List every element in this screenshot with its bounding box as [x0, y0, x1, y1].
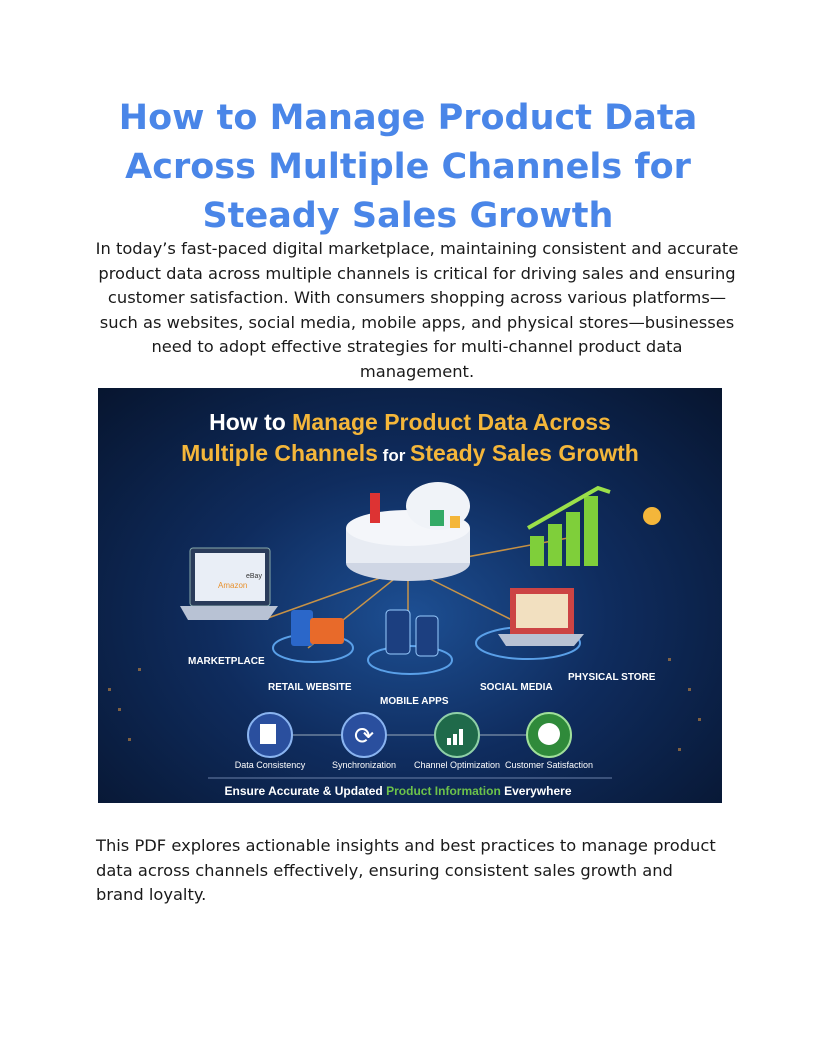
channel-label-retail-website: RETAIL WEBSITE: [268, 682, 352, 693]
social-media-laptop-icon: [475, 588, 584, 660]
cloud-server-icon: [346, 482, 470, 581]
benefit-data-consistency: [247, 712, 293, 758]
sales-growth-chart-icon: [527, 485, 661, 566]
document-check-icon: [260, 724, 276, 744]
hero-title-for: for: [378, 446, 410, 465]
benefit-synchronization: ⟳: [341, 712, 387, 758]
svg-text:How to Manage Product Data Acr: How to Manage Product Data Across: [209, 409, 611, 435]
outro-paragraph: This PDF explores actionable insights an…: [96, 836, 716, 904]
hero-title-gold-2: Multiple Channels: [181, 440, 378, 466]
city-lights-decoration: [108, 658, 701, 751]
intro-paragraph: In today’s fast-paced digital marketplac…: [95, 239, 739, 381]
channel-label-social-media: SOCIAL MEDIA: [480, 682, 553, 693]
benefit-label: Channel Optimization: [414, 760, 500, 770]
marketplace-laptop-icon: Amazon eBay: [180, 547, 278, 620]
benefit-channel-optimization: [434, 712, 480, 758]
hero-infographic: How to Manage Product Data Across Multip…: [98, 388, 722, 803]
channel-label-marketplace: MARKETPLACE: [188, 656, 265, 667]
benefit-label: Data Consistency: [235, 760, 306, 770]
benefit-customer-satisfaction: [526, 712, 572, 758]
channel-label-mobile-apps: MOBILE APPS: [380, 696, 449, 707]
svg-text:Ensure Accurate & Updated Prod: Ensure Accurate & Updated Product Inform…: [225, 784, 572, 798]
hero-footer-text: Ensure Accurate & Updated: [225, 784, 387, 798]
hero-title-gold-3: Steady Sales Growth: [410, 440, 639, 466]
sync-icon: ⟳: [354, 722, 374, 750]
smiley-icon: [538, 723, 560, 745]
infographic-graphic: How to Manage Product Data Across Multip…: [108, 409, 701, 798]
page-title: How to Manage Product Data Across Multip…: [118, 98, 698, 236]
retail-website-icon: [272, 610, 354, 663]
bar-chart-icon: [447, 729, 463, 745]
ebay-text: eBay: [246, 573, 262, 580]
benefit-label: Customer Satisfaction: [505, 760, 593, 770]
hero-title-white: How to: [209, 409, 292, 435]
hero-footer-text-end: Everywhere: [501, 784, 572, 798]
mobile-apps-icon: [367, 609, 453, 675]
svg-text:Multiple Channels for Steady S: Multiple Channels for Steady Sales Growt…: [181, 440, 639, 466]
amazon-text: Amazon: [218, 581, 247, 590]
channel-label-physical-store: PHYSICAL STORE: [568, 672, 656, 683]
hero-title-gold: Manage Product Data Across: [292, 409, 611, 435]
hero-footer-highlight: Product Information: [386, 784, 501, 798]
benefit-label: Synchronization: [332, 760, 396, 770]
